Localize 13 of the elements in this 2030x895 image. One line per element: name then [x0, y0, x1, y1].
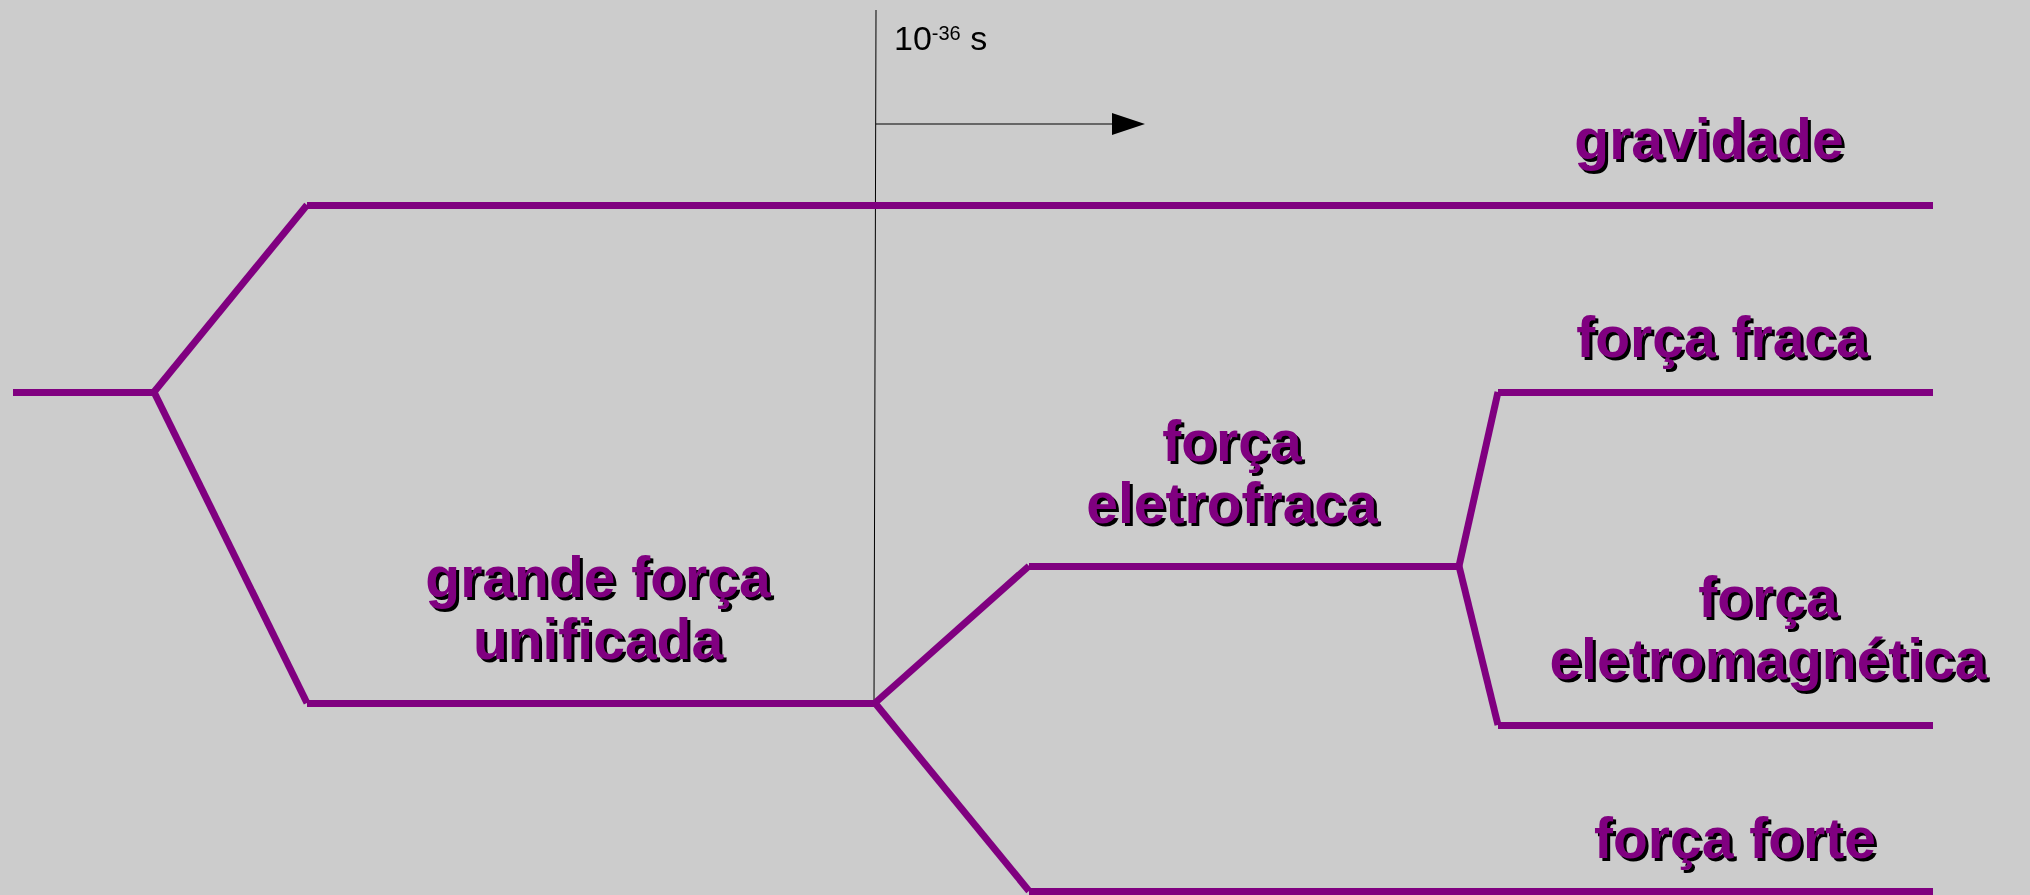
branch-line — [872, 700, 1032, 894]
branch-line — [151, 202, 310, 395]
branch-line — [150, 390, 311, 705]
force-label: gravidade — [1573, 108, 1845, 170]
force-label: força forte — [1593, 807, 1877, 869]
branch-line — [1455, 565, 1502, 726]
branch-line — [872, 563, 1032, 706]
force-label: força fraca — [1575, 306, 1869, 368]
force-label: força eletromagnética — [1548, 566, 1988, 690]
force-label: força eletrofraca — [1085, 410, 1379, 534]
branch-line — [1455, 391, 1502, 567]
force-label: grande força unificada — [424, 546, 772, 670]
time-label: 10$^{-36}$ s — [894, 18, 988, 58]
